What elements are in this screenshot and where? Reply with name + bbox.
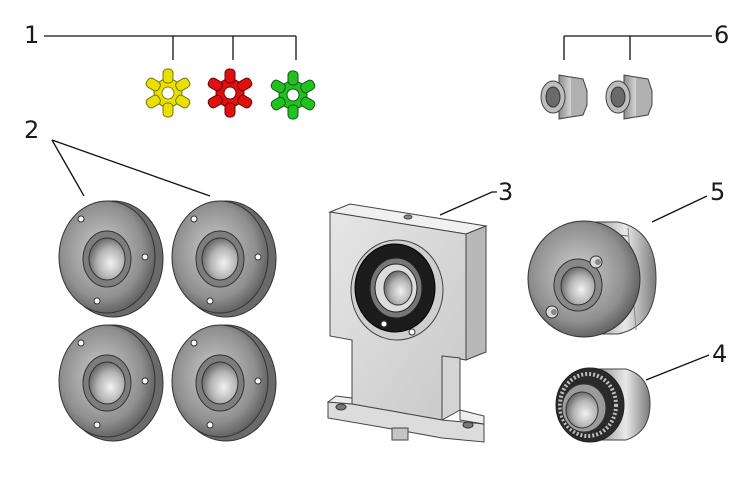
callout-6: 6	[714, 21, 729, 49]
callout-4: 4	[712, 340, 727, 368]
flange-bottom-right	[171, 324, 277, 442]
fitting-left	[540, 74, 588, 120]
leader-lines	[44, 35, 712, 381]
flange-top-right	[171, 200, 277, 318]
callout-1: 1	[24, 21, 39, 49]
spider-green	[270, 70, 316, 120]
callout-2: 2	[24, 116, 39, 144]
gear-coupling	[555, 367, 651, 443]
mounting-bracket	[326, 203, 488, 443]
callout-3: 3	[498, 178, 513, 206]
fitting-right	[605, 74, 653, 120]
spider-yellow	[145, 68, 191, 118]
flange-bottom-left	[58, 324, 164, 442]
spider-red	[207, 68, 253, 118]
hub-with-pins	[527, 220, 657, 338]
flange-top-left	[58, 200, 164, 318]
callout-5: 5	[710, 178, 725, 206]
